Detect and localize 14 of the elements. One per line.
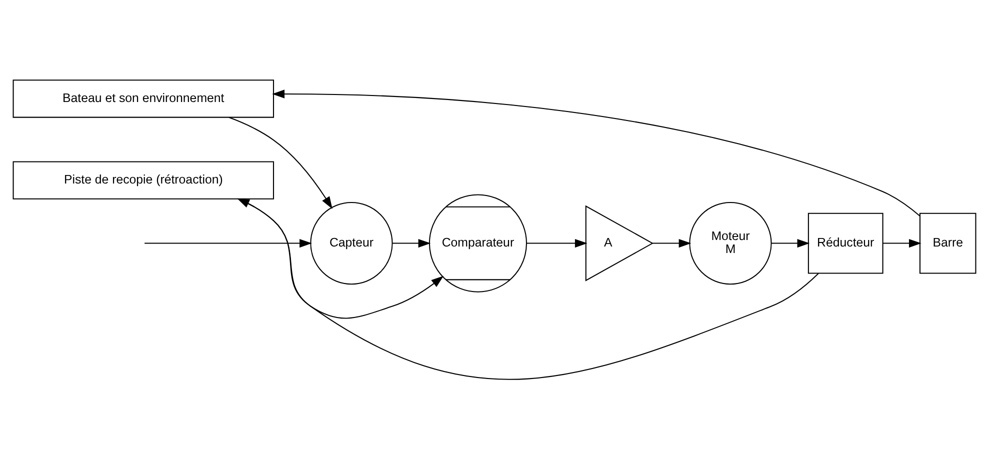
arrow: [882, 238, 922, 248]
arrow: [771, 238, 810, 248]
node-box: Piste de recopie (rétroaction): [12, 161, 274, 200]
arrow: [652, 238, 692, 248]
node-box: Réducteur: [808, 212, 884, 274]
node-box: Bateau et son environnement: [12, 80, 274, 118]
node-circle: Moteur M: [689, 202, 772, 285]
node-box: Barre: [919, 212, 976, 274]
node-circle: Capteur: [310, 202, 393, 285]
arrow: [392, 238, 431, 248]
arrow: [272, 90, 920, 216]
arrow: [144, 238, 312, 248]
node-circle: Comparateur: [428, 194, 528, 292]
arrow: [526, 238, 588, 248]
